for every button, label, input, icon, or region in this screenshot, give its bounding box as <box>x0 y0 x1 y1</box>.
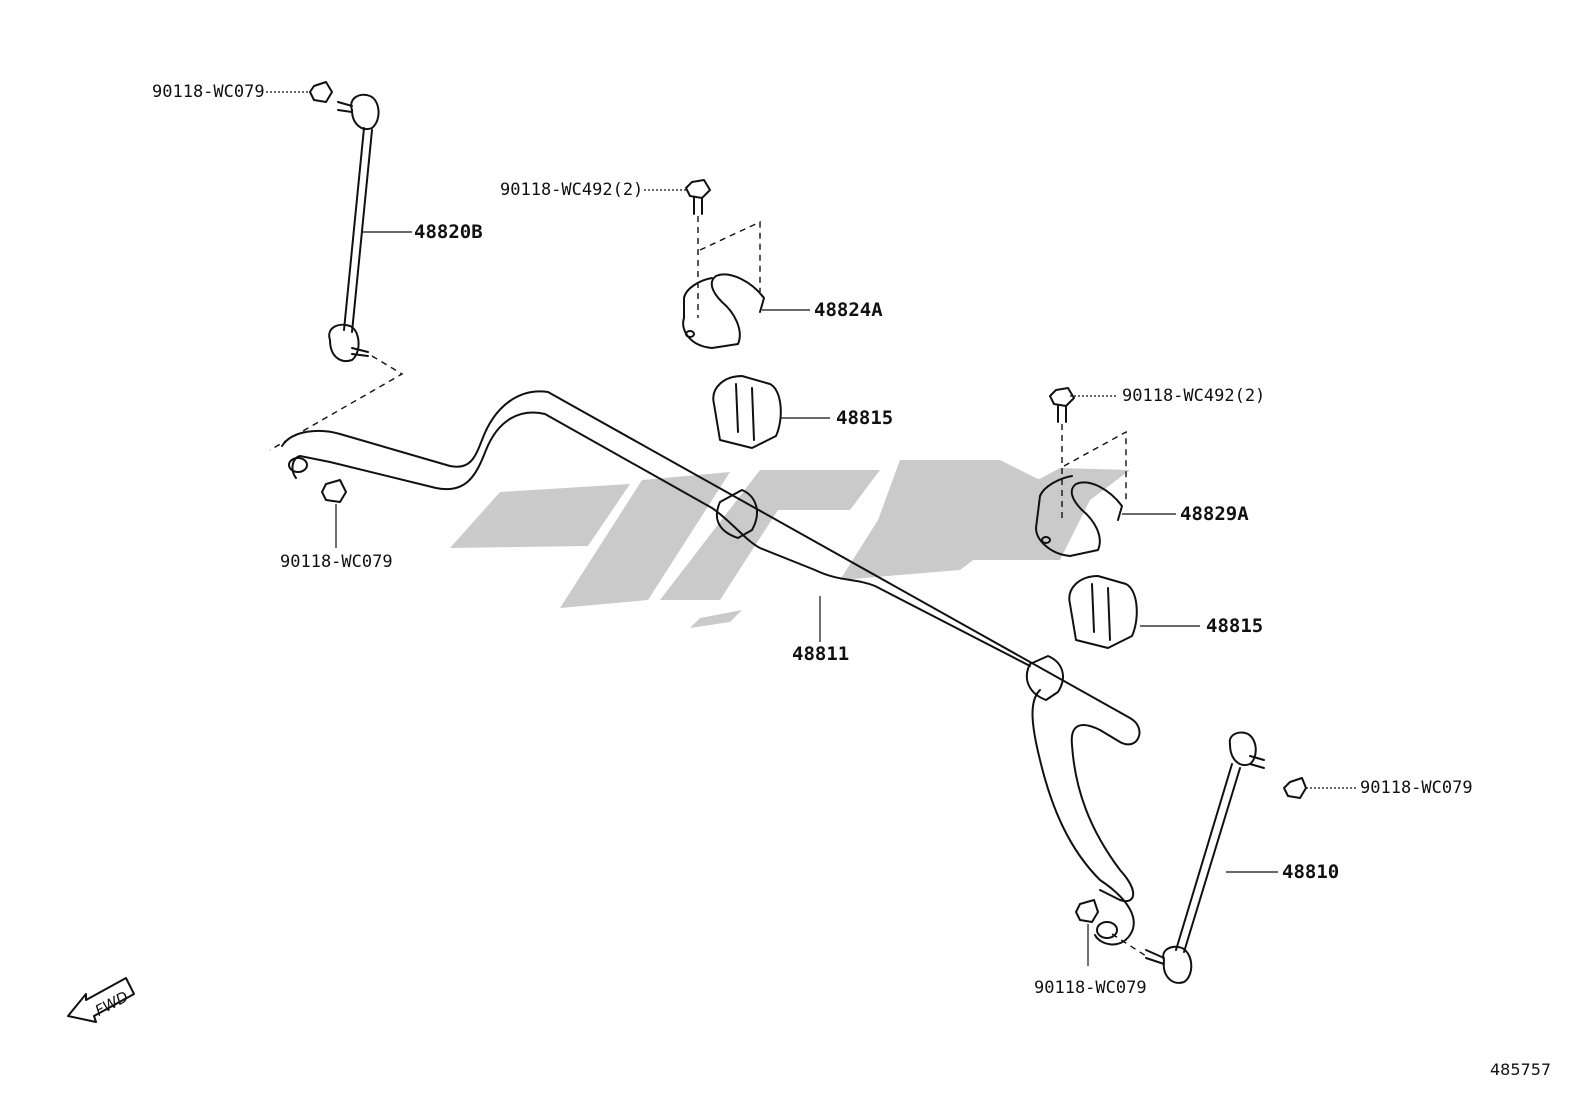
label-bracket-right: 48829A <box>1180 503 1249 525</box>
bracket-left <box>682 273 765 349</box>
bolt-right <box>1049 387 1075 423</box>
left-stabilizer-link <box>328 93 380 362</box>
bushing-right <box>1068 575 1138 649</box>
assembly-line-right-link <box>1111 933 1147 957</box>
stabilizer-bar <box>281 390 1141 946</box>
label-nut-bottom: 90118-WC079 <box>1034 978 1147 998</box>
label-nut-top-left: 90118-WC079 <box>152 82 265 102</box>
label-bushing-right: 48815 <box>1206 615 1264 637</box>
watermark-logo <box>450 460 1130 628</box>
figure-number: 485757 <box>1490 1060 1552 1079</box>
label-nut-mid-left: 90118-WC079 <box>280 552 393 572</box>
assembly-line-left-link <box>269 355 404 451</box>
label-stabilizer-bar: 48811 <box>792 643 850 665</box>
bolt-top <box>685 179 711 215</box>
nut-mid-left <box>321 479 347 503</box>
label-nut-right: 90118-WC079 <box>1360 778 1473 798</box>
nut-right <box>1283 777 1307 799</box>
assembly-line-bolt-top <box>697 216 761 318</box>
label-bolt-right: 90118-WC492(2) <box>1122 386 1266 406</box>
nut-top-left <box>309 81 333 103</box>
label-bracket-left: 48824A <box>814 299 883 321</box>
label-bushing-left: 48815 <box>836 407 894 429</box>
right-stabilizer-link <box>1145 731 1265 984</box>
nut-bottom <box>1075 899 1099 923</box>
left-bar-eye <box>288 457 308 473</box>
label-link-right: 48810 <box>1282 861 1340 883</box>
fwd-arrow-icon: FWD <box>67 977 135 1023</box>
label-link-left: 48820B <box>414 221 483 243</box>
bracket-right <box>1035 475 1123 557</box>
assembly-line-bolt-right <box>1061 424 1127 520</box>
bushing-left <box>712 375 782 449</box>
label-bolt-top: 90118-WC492(2) <box>500 180 644 200</box>
